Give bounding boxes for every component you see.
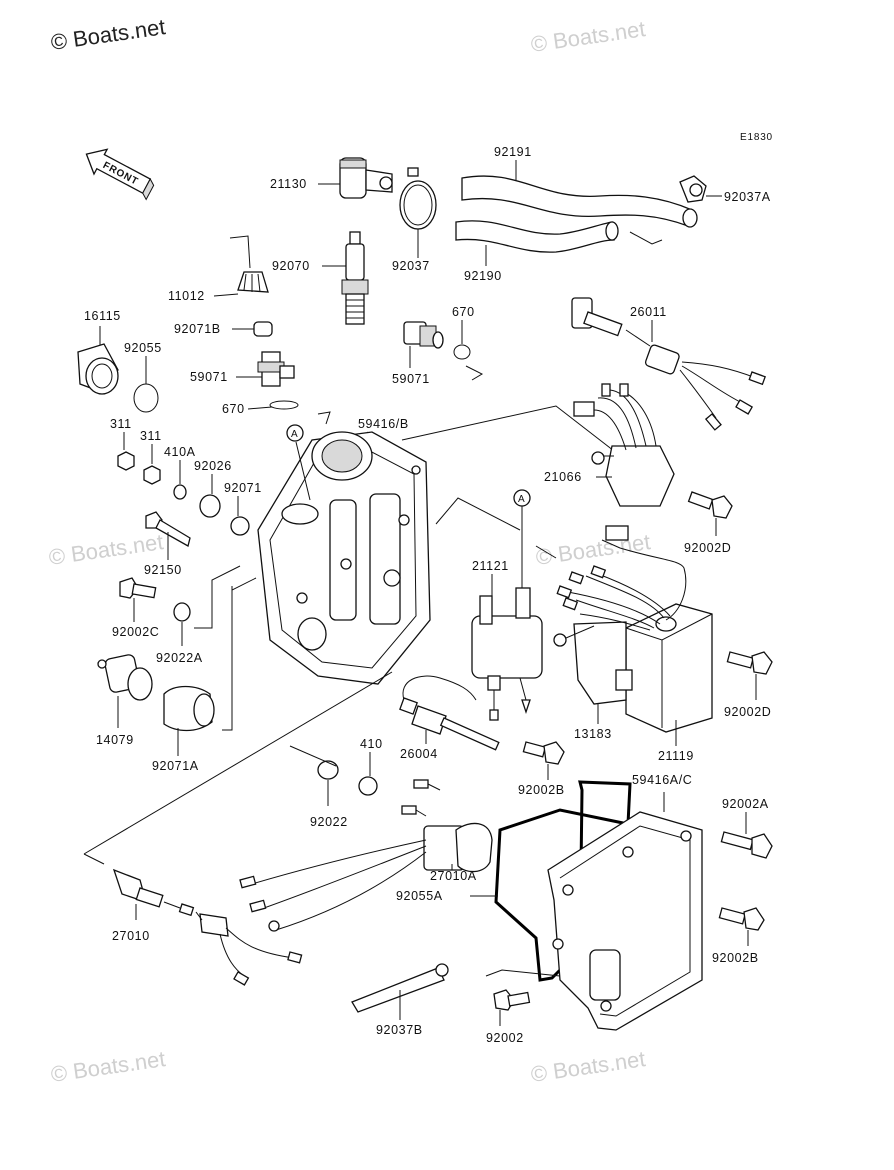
electric-box-cover-59416B — [257, 431, 431, 685]
label-59071-left: 59071 — [190, 370, 228, 384]
strap-92037B — [351, 963, 449, 1013]
label-92190: 92190 — [464, 269, 502, 283]
label-13183: 13183 — [574, 727, 612, 741]
label-14079: 14079 — [96, 733, 134, 747]
sensor-14079 — [97, 654, 153, 701]
bolt-92002A — [720, 831, 773, 859]
hose-92190 — [455, 220, 619, 253]
label-92071: 92071 — [224, 481, 262, 495]
bolt-92150 — [145, 511, 191, 547]
fitting-16115 — [77, 343, 119, 395]
label-92191: 92191 — [494, 145, 532, 159]
label-92002: 92002 — [486, 1031, 524, 1045]
sensor-26011 — [571, 297, 766, 431]
sensor-27010 — [112, 868, 303, 986]
label-92002C: 92002C — [112, 625, 159, 639]
label-27010A: 27010A — [430, 869, 477, 883]
label-92037B: 92037B — [376, 1023, 423, 1037]
callout-a-left: A — [291, 429, 298, 440]
label-92002B-right: 92002B — [712, 951, 759, 965]
washer-92022 — [317, 760, 339, 780]
label-92026: 92026 — [194, 459, 232, 473]
collar-92026 — [199, 494, 221, 518]
label-21119: 21119 — [658, 749, 694, 763]
watermark-mid-right: © Boats.net — [534, 529, 652, 570]
bolt-92002C — [119, 577, 157, 599]
grommet-92071B — [253, 321, 273, 337]
callout-a-right: A — [518, 494, 525, 505]
label-92070: 92070 — [272, 259, 310, 273]
label-92055: 92055 — [124, 341, 162, 355]
box-cover-59416AC — [547, 811, 703, 1031]
label-410A: 410A — [164, 445, 196, 459]
nut-311-b — [143, 465, 161, 485]
oring-92055 — [133, 383, 159, 413]
watermark-top-right: © Boats.net — [529, 16, 647, 57]
hose-clamp-92037 — [399, 180, 437, 230]
bolt-92002B-mid — [522, 741, 565, 765]
drawing-code: E1830 — [740, 132, 773, 143]
sensor-26004 — [399, 675, 500, 751]
washer-410 — [358, 776, 378, 796]
bolt-92002D-top — [687, 491, 733, 519]
oring-670-left — [269, 400, 299, 410]
clip-92037A — [679, 175, 707, 203]
label-92071B: 92071B — [174, 322, 221, 336]
label-11012: 11012 — [168, 289, 205, 303]
washer-92022A — [173, 602, 191, 622]
label-92002D-top: 92002D — [684, 541, 731, 555]
fitting-59071-left — [257, 351, 295, 387]
label-92037A: 92037A — [724, 190, 771, 204]
label-92150: 92150 — [144, 563, 182, 577]
bolt-92002D-mid — [726, 651, 773, 675]
label-26004: 26004 — [400, 747, 438, 761]
label-26011: 26011 — [630, 305, 667, 319]
cap-11012 — [237, 271, 269, 293]
label-59416AC: 59416A/C — [632, 773, 692, 787]
label-59071-right: 59071 — [392, 372, 430, 386]
label-92055A: 92055A — [396, 889, 443, 903]
spark-plug-92070 — [341, 231, 369, 325]
label-410: 410 — [360, 737, 383, 751]
fitting-59071-right — [403, 321, 444, 349]
hose-92191 — [461, 175, 698, 228]
oring-670-top — [453, 344, 471, 360]
label-92002A: 92002A — [722, 797, 769, 811]
label-92071A: 92071A — [152, 759, 199, 773]
label-670-top: 670 — [452, 305, 475, 319]
bolt-92002B-right — [718, 907, 765, 931]
label-59416B: 59416/B — [358, 417, 409, 431]
label-670-left: 670 — [222, 402, 245, 416]
label-21066: 21066 — [544, 470, 582, 484]
watermark-bottom-right: © Boats.net — [529, 1046, 647, 1087]
label-92022: 92022 — [310, 815, 348, 829]
cdi-box-21119 — [553, 525, 713, 733]
ignition-coil-21121 — [471, 587, 543, 721]
label-311-a: 311 — [110, 417, 132, 431]
regulator-21066 — [573, 383, 675, 507]
label-92002D-mid: 92002D — [724, 705, 771, 719]
watermark-bottom-left: © Boats.net — [49, 1046, 167, 1087]
front-arrow-icon: FRONT — [85, 148, 155, 201]
copyright-text: © Boats.net — [49, 14, 167, 55]
label-16115: 16115 — [84, 309, 121, 323]
nut-311-a — [117, 451, 135, 471]
label-311-b: 311 — [140, 429, 162, 443]
spark-plug-cap — [339, 157, 419, 199]
label-21121: 21121 — [472, 559, 509, 573]
label-21130: 21130 — [270, 177, 307, 191]
bolt-92002 — [493, 989, 531, 1011]
label-92037: 92037 — [392, 259, 430, 273]
relay-27010A — [239, 779, 493, 932]
grommet-92071 — [230, 516, 250, 536]
label-27010: 27010 — [112, 929, 150, 943]
washer-410A — [173, 484, 187, 500]
grommet-92071A — [163, 685, 215, 732]
label-92002B-mid: 92002B — [518, 783, 565, 797]
label-92022A: 92022A — [156, 651, 203, 665]
